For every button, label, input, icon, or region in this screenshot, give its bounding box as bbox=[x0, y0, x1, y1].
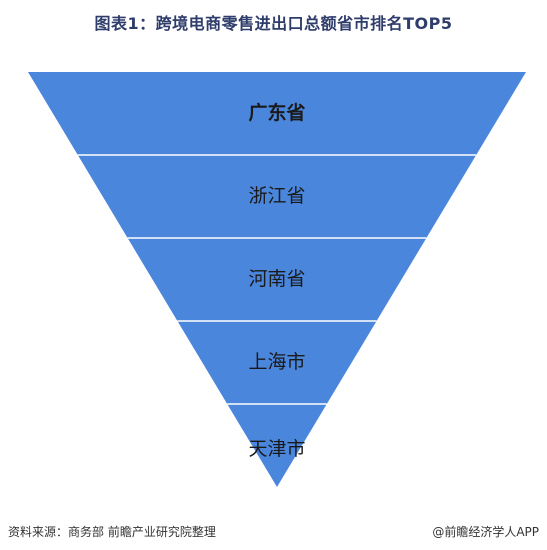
funnel-label-5: 天津市 bbox=[248, 438, 305, 460]
chart-title: 图表1：跨境电商零售进出口总额省市排名TOP5 bbox=[94, 14, 453, 33]
funnel-label-2: 浙江省 bbox=[248, 185, 305, 207]
funnel-segment-2 bbox=[77, 155, 477, 238]
funnel-label-4: 上海市 bbox=[248, 351, 305, 373]
credit-note: @前瞻经济学人APP bbox=[432, 525, 539, 539]
source-note: 资料来源：商务部 前瞻产业研究院整理 bbox=[8, 525, 216, 539]
funnel-dividers bbox=[77, 154, 477, 405]
funnel-segment-5 bbox=[227, 404, 327, 487]
funnel-segments bbox=[28, 72, 526, 487]
funnel-label-3: 河南省 bbox=[248, 268, 305, 290]
funnel-segment-3 bbox=[127, 238, 427, 321]
funnel-segment-1 bbox=[28, 72, 526, 155]
funnel-segment-4 bbox=[177, 321, 377, 404]
funnel-label-1: 广东省 bbox=[248, 101, 305, 124]
